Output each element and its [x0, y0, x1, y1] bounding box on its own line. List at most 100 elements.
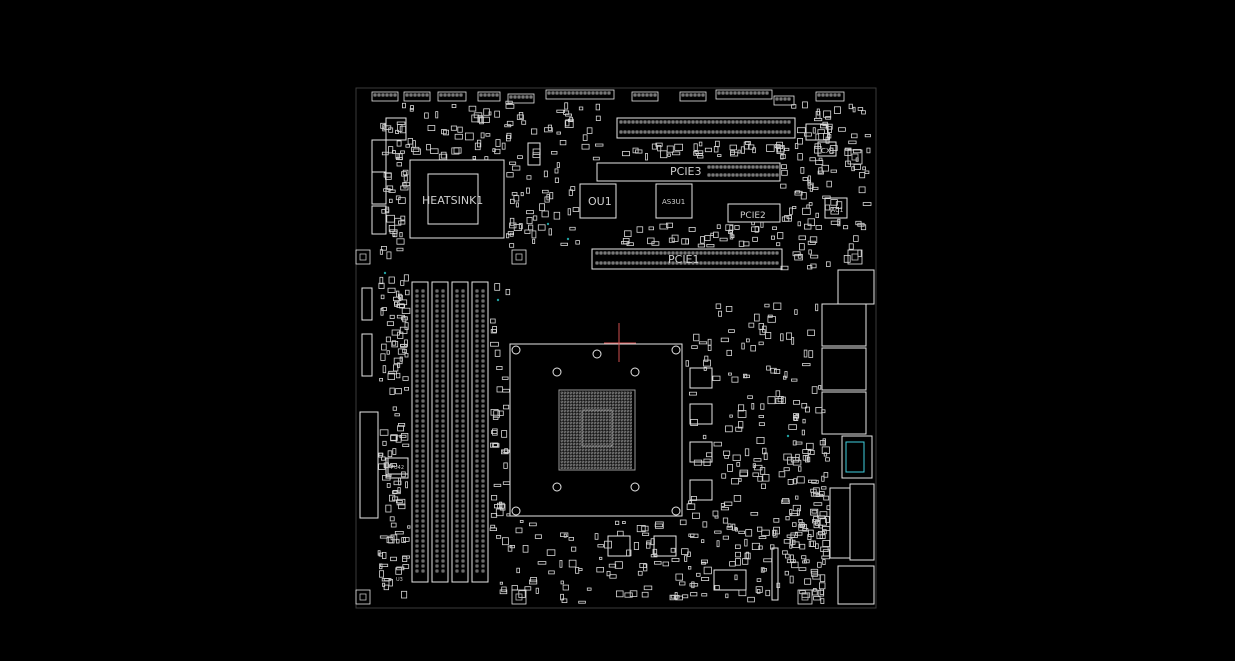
passive-component: [692, 512, 700, 519]
passive-component: [623, 439, 626, 442]
passive-component: [518, 223, 523, 230]
passive-component: [684, 555, 688, 562]
passive-component: [812, 589, 818, 596]
passive-component: [756, 589, 761, 594]
passive-component: [679, 261, 683, 265]
passive-component: [623, 451, 626, 454]
passive-component: [792, 504, 802, 512]
passive-component: [815, 406, 823, 414]
passive-component: [629, 442, 632, 445]
passive-component: [807, 534, 812, 540]
passive-component: [822, 438, 826, 446]
passive-component: [475, 479, 479, 483]
passive-component: [735, 130, 739, 134]
passive-component: [556, 162, 560, 168]
passive-component: [608, 436, 611, 439]
passive-component: [614, 439, 617, 442]
passive-component: [495, 93, 499, 97]
passive-component: [745, 551, 750, 559]
passive-component: [541, 210, 549, 218]
passive-component: [599, 451, 602, 454]
passive-component: [607, 251, 611, 255]
passive-component: [663, 120, 667, 124]
bottom-header: [771, 547, 779, 601]
passive-component: [825, 516, 830, 523]
passive-component: [697, 243, 706, 248]
passive-component: [755, 165, 759, 169]
passive-component: [475, 429, 479, 433]
passive-component: [455, 534, 459, 538]
passive-component: [771, 130, 775, 134]
passive-component: [516, 567, 520, 574]
passive-component: [741, 91, 745, 95]
passive-component: [421, 509, 425, 513]
passive-component: [441, 444, 445, 448]
passive-component: [575, 433, 578, 436]
passive-component: [794, 190, 803, 196]
passive-component: [795, 190, 801, 194]
passive-component: [735, 251, 739, 255]
passive-component: [702, 521, 708, 528]
passive-component: [415, 379, 419, 383]
passive-component: [623, 421, 626, 424]
passive-component: [620, 421, 623, 424]
passive-component: [815, 111, 821, 119]
passive-component: [501, 430, 508, 438]
passive-component: [403, 91, 431, 102]
passive-component: [441, 354, 445, 358]
passive-component: [572, 424, 575, 427]
passive-component: [584, 400, 587, 403]
passive-component: [415, 444, 419, 448]
passive-component: [614, 463, 617, 466]
passive-component: [481, 339, 485, 343]
passive-component: [830, 169, 837, 173]
passive-component: [626, 451, 629, 454]
passive-component: [687, 251, 691, 255]
passive-component: [679, 130, 683, 134]
passive-component: [675, 573, 684, 581]
passive-component: [437, 91, 467, 102]
passive-component: [675, 120, 679, 124]
passive-component: [629, 409, 632, 412]
passive-component: [481, 469, 485, 473]
passive-component: [691, 345, 698, 349]
passive-component: [455, 459, 459, 463]
passive-component: [683, 261, 687, 265]
passive-component: [455, 344, 459, 348]
passive-component: [441, 349, 445, 353]
passive-component: [758, 422, 765, 426]
passive-component: [593, 403, 596, 406]
passive-component: [808, 350, 814, 358]
passive-component: [787, 120, 791, 124]
passive-component: [575, 448, 578, 451]
passive-component: [435, 419, 439, 423]
passive-component: [596, 409, 599, 412]
passive-component: [455, 404, 459, 408]
passive-component: [803, 349, 808, 358]
passive-component: [617, 439, 620, 442]
passive-component: [459, 93, 463, 97]
passive-component: [378, 463, 386, 470]
passive-component: [791, 561, 799, 569]
passive-component: [727, 120, 731, 124]
passive-component: [571, 546, 577, 552]
passive-component: [603, 91, 607, 95]
passive-component: [631, 130, 635, 134]
passive-component: [755, 120, 759, 124]
audio-connector: [837, 565, 875, 605]
passive-component: [461, 434, 465, 438]
passive-component: [702, 434, 707, 440]
passive-component: [563, 394, 566, 397]
passive-component: [435, 339, 439, 343]
passive-component: [596, 424, 599, 427]
passive-component: [481, 429, 485, 433]
passive-component: [847, 149, 863, 165]
passive-component: [663, 251, 667, 255]
passive-component: [421, 569, 425, 573]
passive-component: [575, 91, 579, 95]
passive-component: [853, 149, 862, 154]
passive-component: [596, 406, 599, 409]
passive-component: [461, 494, 465, 498]
